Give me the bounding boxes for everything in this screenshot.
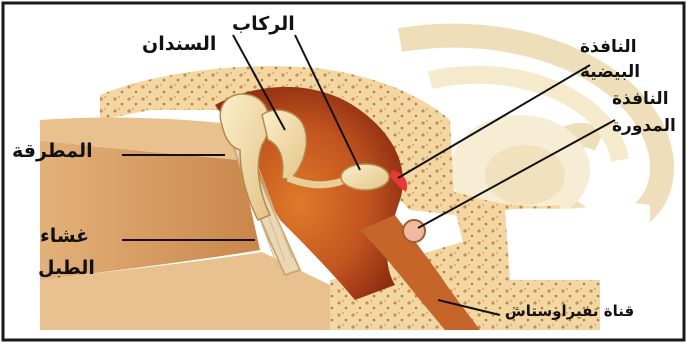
label-stapes: الركاب	[232, 14, 295, 36]
label-incus: السندان	[142, 34, 216, 56]
round-window	[403, 220, 425, 242]
label-oval-window-line1: النافذة	[580, 38, 637, 58]
label-round-window-line1: النافذة	[612, 90, 669, 110]
label-eustachian-tube: قناة نفيراوستاش	[505, 303, 634, 320]
white-patch	[505, 200, 650, 280]
label-malleus: المطرقة	[12, 141, 93, 163]
stapes-footplate	[341, 164, 389, 190]
label-eardrum-line2: الطبل	[38, 258, 95, 280]
label-oval-window-line2: البيضية	[580, 63, 640, 83]
label-round-window-line2: المدورة	[612, 117, 676, 137]
label-eardrum-line1: غشاء	[40, 226, 89, 248]
